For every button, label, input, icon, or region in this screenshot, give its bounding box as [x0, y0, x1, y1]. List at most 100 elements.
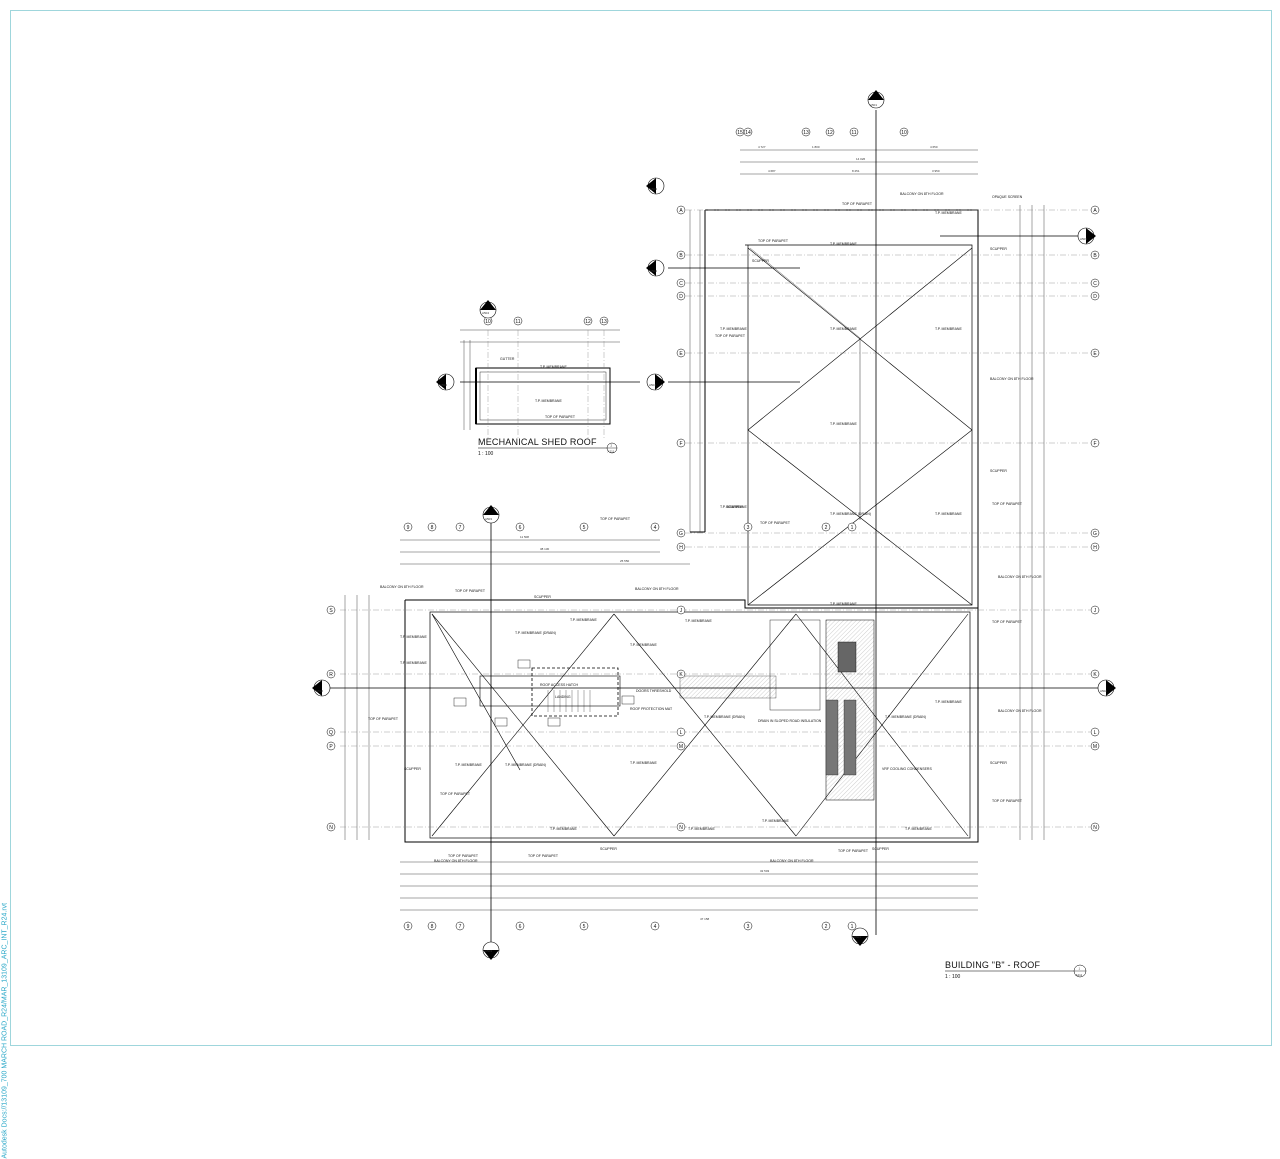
- grid-bubble-right-B: [1090, 250, 1100, 260]
- label-lower-membrane-4: T.P. MEMBRANE: [630, 643, 657, 647]
- grid-bubble-upper-left-E: [676, 348, 686, 358]
- grid-bubble-right-K: [1090, 669, 1100, 679]
- label-parapet-11: TOP OF PARAPET: [440, 792, 471, 796]
- grid-bubble-upper-left-E-label: E: [679, 351, 683, 357]
- grid-bubble-lower-top-8: [427, 522, 437, 532]
- grid-bubble-bottom-6-label: 6: [519, 924, 522, 930]
- grid-bubble-lower-top-2: [821, 522, 831, 532]
- grid-bubble-mech-11-label: 11: [515, 319, 520, 325]
- grid-bubble-right-M-label: M: [1093, 744, 1097, 750]
- roof-plan-drawing: 4 727 1 800 4 650 14 026 4 687 8 251 3 9…: [312, 90, 1116, 980]
- label-lower-membrane-2: T.P. MEMBRANE: [400, 635, 427, 639]
- dim-9: 38 130: [540, 547, 550, 551]
- grid-bubble-bottom-5: [579, 921, 589, 931]
- grid-bubble-upper-left-A: [676, 205, 686, 215]
- label-lower-membrane-12: T.P. MEMBRANE: [762, 819, 789, 823]
- label-membrane-7: T.P. MEMBRANE: [830, 242, 857, 246]
- label-membrane-3: T.P. MEMBRANE: [935, 327, 962, 331]
- grid-bubble-upper-left-D: [676, 291, 686, 301]
- grid-bubble-right-J: [1090, 605, 1100, 615]
- label-lower-membrane-3: T.P. MEMBRANE: [570, 618, 597, 622]
- grid-bubble-lower-top-1-label: 1: [851, 525, 854, 531]
- grid-bubble-right-N: [1090, 822, 1100, 832]
- label-lower-membrane-5: T.P. MEMBRANE: [685, 619, 712, 623]
- grid-bubble-upper-left-K-label: K: [679, 672, 683, 678]
- label-lower-membrane-13: T.P. MEMBRANE: [905, 827, 932, 831]
- grid-bubble-upper-left-N-label: N: [679, 825, 683, 831]
- label-parapet-6: TOP OF PARAPET: [992, 620, 1023, 624]
- section-marker-upper-right: A503: [1077, 227, 1096, 245]
- section-marker-mech-right: A504: [646, 373, 665, 391]
- grid-bubble-upper-left-C: [676, 278, 686, 288]
- dim-8: 11 508: [520, 535, 529, 539]
- dim-7: 3 950: [932, 169, 940, 173]
- grid-bubble-left-R: [326, 669, 336, 679]
- grid-bubble-lower-top-8-label: 8: [431, 525, 434, 531]
- main-view-scale: 1 : 100: [945, 974, 961, 980]
- grid-bubble-right-L: [1090, 727, 1100, 737]
- grid-bubble-bottom-6: [515, 921, 525, 931]
- label-parapet-9: TOP OF PARAPET: [455, 589, 486, 593]
- label-membrane-1: T.P. MEMBRANE: [830, 327, 857, 331]
- mechanical-shed-roof-plan: GUTTER T.P. MEMBRANE T.P. MEMBRANE TOP O…: [460, 329, 620, 457]
- label-lower-membrane-11: T.P. MEMBRANE: [688, 827, 715, 831]
- grid-bubble-upper-left-G-label: G: [679, 531, 683, 537]
- grid-bubble-top-13: [801, 127, 811, 137]
- grid-bubble-upper-left-F-label: F: [679, 441, 682, 447]
- grid-bubble-upper-left-K: [676, 669, 686, 679]
- section-marker-upper-left: A504: [646, 259, 665, 277]
- grid-bubble-bottom-8-label: 8: [431, 924, 434, 930]
- label-balcony-2: BALCONY ON 8TH FLOOR: [998, 575, 1042, 579]
- grid-bubble-right-J-label: J: [1094, 608, 1097, 614]
- dim-12: 32 503: [760, 869, 770, 873]
- dim-6: 8 251: [852, 169, 860, 173]
- grid-bubble-lower-top-6-label: 6: [519, 525, 522, 531]
- grid-bubble-upper-left-A-label: A: [679, 208, 683, 214]
- grid-bubble-top-11: [849, 127, 859, 137]
- grid-bubble-upper-left-B: [676, 250, 686, 260]
- section-marker-top: A501: [867, 90, 885, 109]
- label-membrane-4: T.P. MEMBRANE: [830, 422, 857, 426]
- label-scupper-9: SCUPPER: [872, 847, 889, 851]
- grid-bubble-bottom-4: [650, 921, 660, 931]
- label-balcony-7: BALCONY ON 8TH FLOOR: [434, 859, 478, 863]
- label-parapet-4: TOP OF PARAPET: [760, 521, 791, 525]
- grid-bubble-upper-left-F: [676, 438, 686, 448]
- grid-bubble-mech-12-label: 12: [585, 319, 591, 325]
- grid-bubble-lower-top-5-label: 5: [583, 525, 586, 531]
- grid-bubble-lower-top-9-label: 9: [407, 525, 410, 531]
- grid-bubble-top-10: [899, 127, 909, 137]
- section-ref-mech-top: A504: [482, 311, 489, 315]
- label-landing: LANDING: [555, 695, 571, 699]
- label-balcony-4: BALCONY ON 8TH FLOOR: [900, 192, 944, 196]
- section-ref-upper-left-2: A504: [650, 187, 657, 191]
- label-roof-protection: ROOF PROTECTION MAT: [630, 707, 673, 711]
- grid-bubble-right-H-label: H: [1093, 545, 1097, 551]
- grid-bubble-top-13-label: 13: [803, 130, 809, 136]
- label-opaque: OPAQUE SCREEN: [992, 195, 1023, 199]
- mech-view-scale: 1 : 100: [478, 451, 494, 457]
- section-marker-stair-top: A503: [482, 505, 500, 524]
- label-vrf: VRF COOLING CONDENSERS: [882, 767, 932, 771]
- label-lower-membrane-8: T.P. MEMBRANE: [455, 763, 482, 767]
- grid-bubble-bottom-3: [743, 921, 753, 931]
- grid-bubble-mech-13-label: 13: [601, 319, 607, 325]
- grid-bubble-bottom-8: [427, 921, 437, 931]
- grid-bubble-bottom-4-label: 4: [654, 924, 657, 930]
- label-membrane-6: T.P. MEMBRANE: [935, 512, 962, 516]
- grid-bubble-bottom-2: [821, 921, 831, 931]
- grid-bubble-left-S-label: S: [329, 608, 333, 614]
- main-view-title: BUILDING "B" - ROOF: [945, 960, 1040, 970]
- grid-bubble-left-N: [326, 822, 336, 832]
- grid-bubble-left-N-label: N: [329, 825, 333, 831]
- grid-bubble-right-D-label: D: [1093, 294, 1097, 300]
- grid-bubble-bottom-7: [455, 921, 465, 931]
- grid-bubble-upper-left-G: [676, 528, 686, 538]
- grid-bubble-bottom-3-label: 3: [747, 924, 750, 930]
- label-scupper-2: SCUPPER: [990, 469, 1007, 473]
- dim-4: 14 026: [856, 157, 866, 161]
- drawing-sheet-border: [10, 10, 1272, 1046]
- grid-bubble-left-Q: [326, 727, 336, 737]
- grid-bubble-right-F: [1090, 438, 1100, 448]
- grid-bubble-left-R-label: R: [329, 672, 333, 678]
